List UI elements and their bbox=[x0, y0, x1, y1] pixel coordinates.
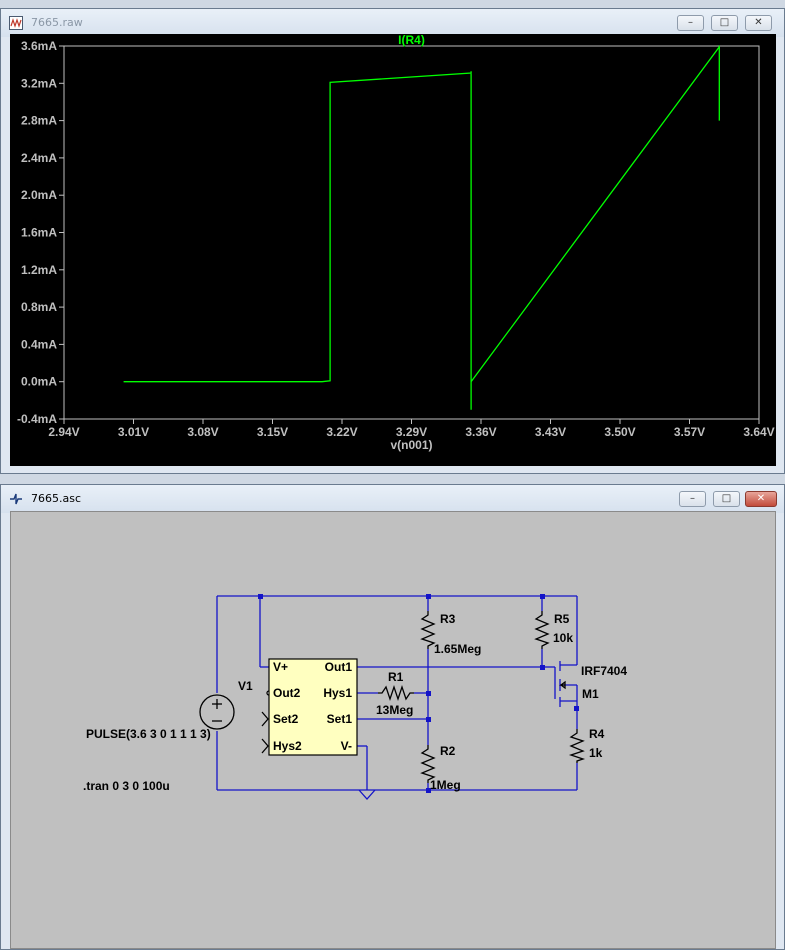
v1-source bbox=[199, 694, 235, 730]
v1-label: V1 bbox=[238, 679, 253, 693]
spice-directive: .tran 0 3 0 100u bbox=[83, 779, 170, 793]
r2-value: 1Meg bbox=[430, 778, 461, 792]
r3-value: 1.65Meg bbox=[434, 642, 481, 656]
x-tick-label: 3.29V bbox=[396, 425, 427, 439]
y-tick-label: 2.0mA bbox=[21, 188, 57, 202]
schematic-window-titlebar[interactable]: 7665.asc – □ ✕ bbox=[1, 485, 784, 513]
ic-pin-vminus: V- bbox=[341, 739, 352, 753]
current-vs-voltage-chart[interactable]: -0.4mA 0.0mA 0.4mA 0.8mA 1.2mA 1.6mA 2.0mA 2.4m… bbox=[10, 33, 776, 466]
y-tick-label: 3.2mA bbox=[21, 76, 57, 90]
ic-pin-hys1: Hys1 bbox=[323, 686, 352, 700]
r4-label: R4 bbox=[589, 727, 605, 741]
components bbox=[199, 611, 586, 783]
ic-pin-set2: Set2 bbox=[273, 712, 299, 726]
r4-value: 1k bbox=[589, 746, 603, 760]
junction-dots bbox=[258, 594, 579, 793]
r3-resistor bbox=[420, 611, 436, 649]
x-tick-label: 3.08V bbox=[187, 425, 218, 439]
schematic-window-title: 7665.asc bbox=[31, 492, 82, 505]
schematic-minimize-button[interactable]: – bbox=[679, 491, 706, 507]
x-tick-label: 3.15V bbox=[257, 425, 288, 439]
x-tick-label: 3.43V bbox=[535, 425, 566, 439]
x-tick-label: 3.36V bbox=[465, 425, 496, 439]
wires bbox=[216, 595, 578, 800]
y-tick-label: 3.6mA bbox=[21, 39, 57, 53]
plot-minimize-button[interactable]: – bbox=[677, 15, 704, 31]
comparator-ic[interactable] bbox=[268, 658, 358, 756]
plot-close-button[interactable]: ✕ bbox=[745, 15, 772, 31]
r1-value: 13Meg bbox=[376, 703, 413, 717]
chart-title: I(R4) bbox=[398, 34, 425, 47]
r1-label: R1 bbox=[388, 670, 404, 684]
schematic-drawing[interactable]: V+ Out2 Set2 Hys2 Out1 Hys1 Set1 V- V1 P… bbox=[10, 511, 776, 949]
r5-value: 10k bbox=[553, 631, 573, 645]
v1-value: PULSE(3.6 3 0 1 1 1 3) bbox=[86, 727, 211, 741]
r3-label: R3 bbox=[440, 612, 456, 626]
r5-resistor bbox=[534, 611, 550, 649]
waveform-icon bbox=[9, 16, 23, 30]
ic-pin-set1: Set1 bbox=[327, 712, 353, 726]
series-line-i-r4 bbox=[123, 44, 720, 410]
x-tick-label: 3.22V bbox=[326, 425, 357, 439]
plot-window-title: 7665.raw bbox=[31, 16, 83, 29]
ic-pin-vplus: V+ bbox=[273, 660, 288, 674]
r5-label: R5 bbox=[554, 612, 570, 626]
schematic-icon bbox=[10, 493, 22, 505]
ic-pin-hys2: Hys2 bbox=[273, 739, 302, 753]
m1-label: M1 bbox=[582, 687, 599, 701]
r2-label: R2 bbox=[440, 744, 456, 758]
y-tick-label: 1.6mA bbox=[21, 226, 57, 240]
y-tick-label: 0.0mA bbox=[21, 375, 57, 389]
x-tick-label: 3.01V bbox=[118, 425, 149, 439]
schematic-close-button[interactable]: ✕ bbox=[745, 491, 777, 507]
x-tick-label: 2.94V bbox=[48, 425, 79, 439]
plot-maximize-button[interactable]: □ bbox=[711, 15, 738, 31]
y-tick-label: 2.8mA bbox=[21, 114, 57, 128]
y-tick-label: 0.8mA bbox=[21, 300, 57, 314]
m1-model: IRF7404 bbox=[581, 664, 627, 678]
schematic-maximize-button[interactable]: □ bbox=[713, 491, 740, 507]
x-tick-label: 3.50V bbox=[604, 425, 635, 439]
ic-pin-out1: Out1 bbox=[325, 660, 353, 674]
plot-window-titlebar[interactable]: 7665.raw – □ ✕ bbox=[1, 9, 784, 37]
ic-pin-out2: Out2 bbox=[273, 686, 301, 700]
y-tick-label: 0.4mA bbox=[21, 337, 57, 351]
x-axis-label: v(n001) bbox=[390, 438, 432, 452]
r4-resistor bbox=[568, 729, 586, 763]
y-tick-label: 2.4mA bbox=[21, 151, 57, 165]
x-tick-label: 3.57V bbox=[674, 425, 705, 439]
plot-pane[interactable]: -0.4mA 0.0mA 0.4mA 0.8mA 1.2mA 1.6mA 2.0mA 2.4m… bbox=[10, 33, 776, 466]
schematic-canvas[interactable]: V+ Out2 Set2 Hys2 Out1 Hys1 Set1 V- V1 P… bbox=[10, 511, 776, 949]
y-tick-label: -0.4mA bbox=[17, 412, 57, 426]
plot-frame bbox=[63, 45, 760, 420]
x-tick-label: 3.64V bbox=[743, 425, 774, 439]
r1-resistor bbox=[378, 684, 414, 702]
r2-resistor bbox=[420, 745, 436, 783]
y-tick-label: 1.2mA bbox=[21, 263, 57, 277]
